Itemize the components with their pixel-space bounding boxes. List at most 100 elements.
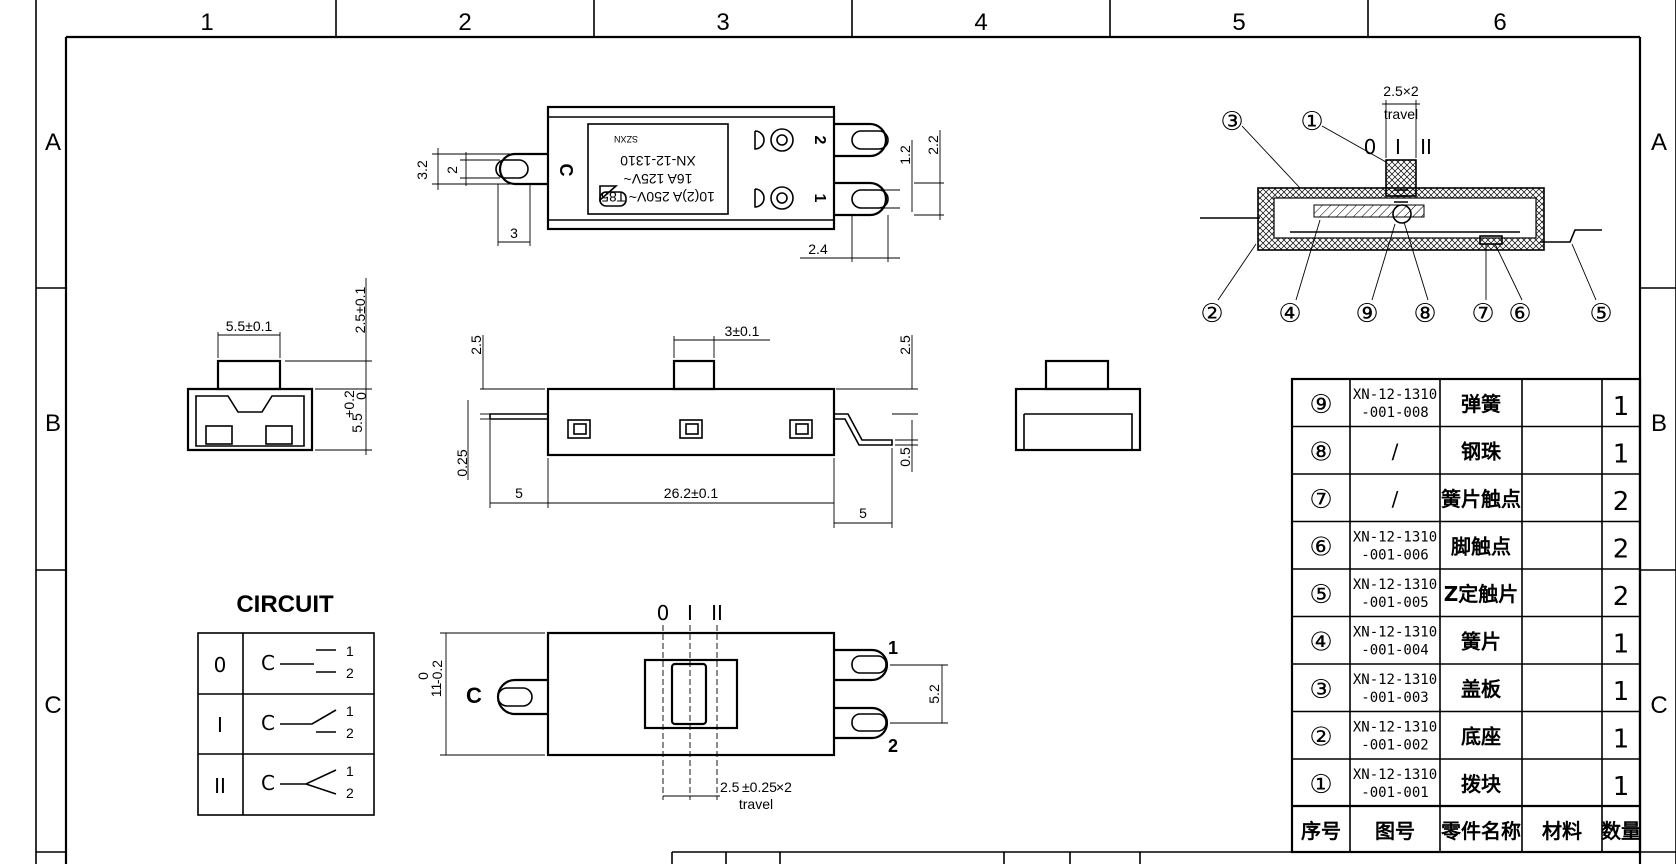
bottom-pos-i: I [687,601,693,625]
marking-line-1: 10(2)A 250V~ T85 [601,189,715,205]
circuit-c-label: C [261,711,275,735]
bottom-1-label: 1 [888,638,898,658]
section-ball [1392,204,1412,224]
section-pos-0: 0 [1364,135,1377,159]
dim-side-lead-offset: 0.5 [897,447,913,467]
contact-dot-icon [776,192,788,204]
bom-row-no: ⑨ [1309,390,1332,420]
terminal-c-slot [495,159,529,179]
cert-mark-icon [599,191,627,207]
bom-row-qty: 1 [1613,439,1630,469]
end-view: 5.5±0.1 2.5±0.1 5.5 +0.2 0 [186,278,372,455]
bom-row-name: 脚触点 [1451,534,1511,558]
bom-row-no: ⑤ [1309,580,1332,610]
dim-travel-value: 2.5 [720,779,740,795]
callout-1: ① [1300,107,1323,137]
callout-leaders [1217,125,1597,301]
bom-row-no: ⑥ [1309,532,1332,562]
end-view-body [186,387,314,452]
bottom-view-slider-window [643,658,739,730]
terminal-2-tab [834,122,888,158]
bottom-1-slot [851,655,887,674]
grid-col-label: 6 [1493,9,1506,36]
grid-row-label: A [45,129,61,156]
dim-slot-1: 1.2 [897,145,913,165]
section-cover [1313,204,1425,218]
side-view: 3±0.1 2.5 0.25 2.5 0.5 5 26.2±0.1 5 [454,323,918,528]
dim-side-body-length: 26.2±0.1 [664,485,719,501]
side-view-body [546,387,836,457]
drawing-frame: 1 2 3 4 5 6 A B C A B C [35,0,1676,864]
bom-row-qty: 1 [1613,724,1630,754]
dim-side-right-height: 2.5 [897,335,913,355]
terminal-2-slot [851,130,889,150]
side-view-window [789,419,813,439]
bottom-c-tab [496,678,548,716]
dim-bottom-tol-upper: 0 [415,672,431,680]
bom-row-no: ③ [1309,675,1332,705]
side-view-window [567,419,591,439]
bom-row-name: 盖板 [1461,677,1502,701]
bom-row-qty: 2 [1613,582,1630,612]
bom-row-name: 钢珠 [1461,439,1502,463]
grid-row-label: C [44,692,61,719]
bottom-2-tab [834,706,889,740]
d-symbol-icon [754,188,765,208]
end-view-contact [265,425,293,445]
dim-end-body-height: 5.5 [349,413,365,433]
circuit-t2: 2 [346,785,354,801]
callout-6: ⑥ [1508,299,1531,329]
bom-row-no: ④ [1309,627,1332,657]
bom-row-qty: 2 [1613,534,1630,564]
side-view-right-lead [834,413,893,446]
bottom-1-tab [834,648,889,682]
bom-row-code: XN-12-1310 [1353,767,1437,783]
callout-2: ② [1200,299,1223,329]
circuit-switch-2 [280,769,337,795]
circuit-t1: 1 [346,763,354,779]
dim-tab-height: 3.2 [414,160,430,180]
circuit-c-label: C [261,651,275,675]
bottom-view-slider [670,662,708,726]
title-block-stub [671,851,1640,864]
grid-col-label: 3 [716,9,729,36]
grid-row-label: B [45,410,61,437]
bom-row-code: XN-12-1310 [1353,529,1437,545]
grid-row-label: B [1651,410,1667,437]
circuit-t1: 1 [346,643,354,659]
dim-side-left-lead: 5 [515,485,523,501]
callout-9: ⑨ [1355,299,1378,329]
dim-pitch: 2.4 [808,241,828,257]
top-view-body [546,105,836,231]
section-pos-i: I [1395,135,1401,159]
bom-row-qty: 1 [1613,392,1630,422]
end-view-right-detail [1023,413,1133,450]
grid-row-label: A [1651,129,1667,156]
bom-row-code: -001-008 [1361,405,1428,421]
terminal-c-tab [498,152,548,186]
side-view-window [679,419,703,439]
bom-row-no: ① [1309,770,1332,800]
bottom-view-body [546,631,836,757]
bom-row-name: 拨块 [1461,772,1502,796]
dim-side-lead-thickness: 0.25 [454,449,470,476]
bom-header-no: 序号 [1301,819,1341,843]
bom-row-code: XN-12-1310 [1353,672,1437,688]
contact-dot-icon [770,186,794,210]
bom-row-qty: 1 [1613,772,1630,802]
circuit-switch-1 [280,709,337,733]
bottom-view: 0 I II C 1 2 11 0 -0.2 5.2 2.5 ±0.25 ×2 … [415,601,948,812]
dim-travel-word: travel [739,796,773,812]
section-view: 2.5×2 travel 0 I II ③ ① ② ④ ⑨ ⑧ ⑦ ⑥ ⑤ [1200,83,1613,329]
dim-end-knob-height: 2.5±0.1 [352,286,368,333]
bom-row-code: -001-001 [1361,785,1428,801]
dim-slot-2: 2.2 [925,135,941,155]
terminal-1-slot [851,189,889,209]
bom-row-code: -001-005 [1361,595,1428,611]
grid-row-label: C [1650,692,1667,719]
circuit-diagram: CIRCUIT 0 I II C 1 2 C 1 2 C 1 2 [197,591,375,816]
bottom-2-label: 2 [888,736,898,756]
marking-plate [587,123,729,215]
